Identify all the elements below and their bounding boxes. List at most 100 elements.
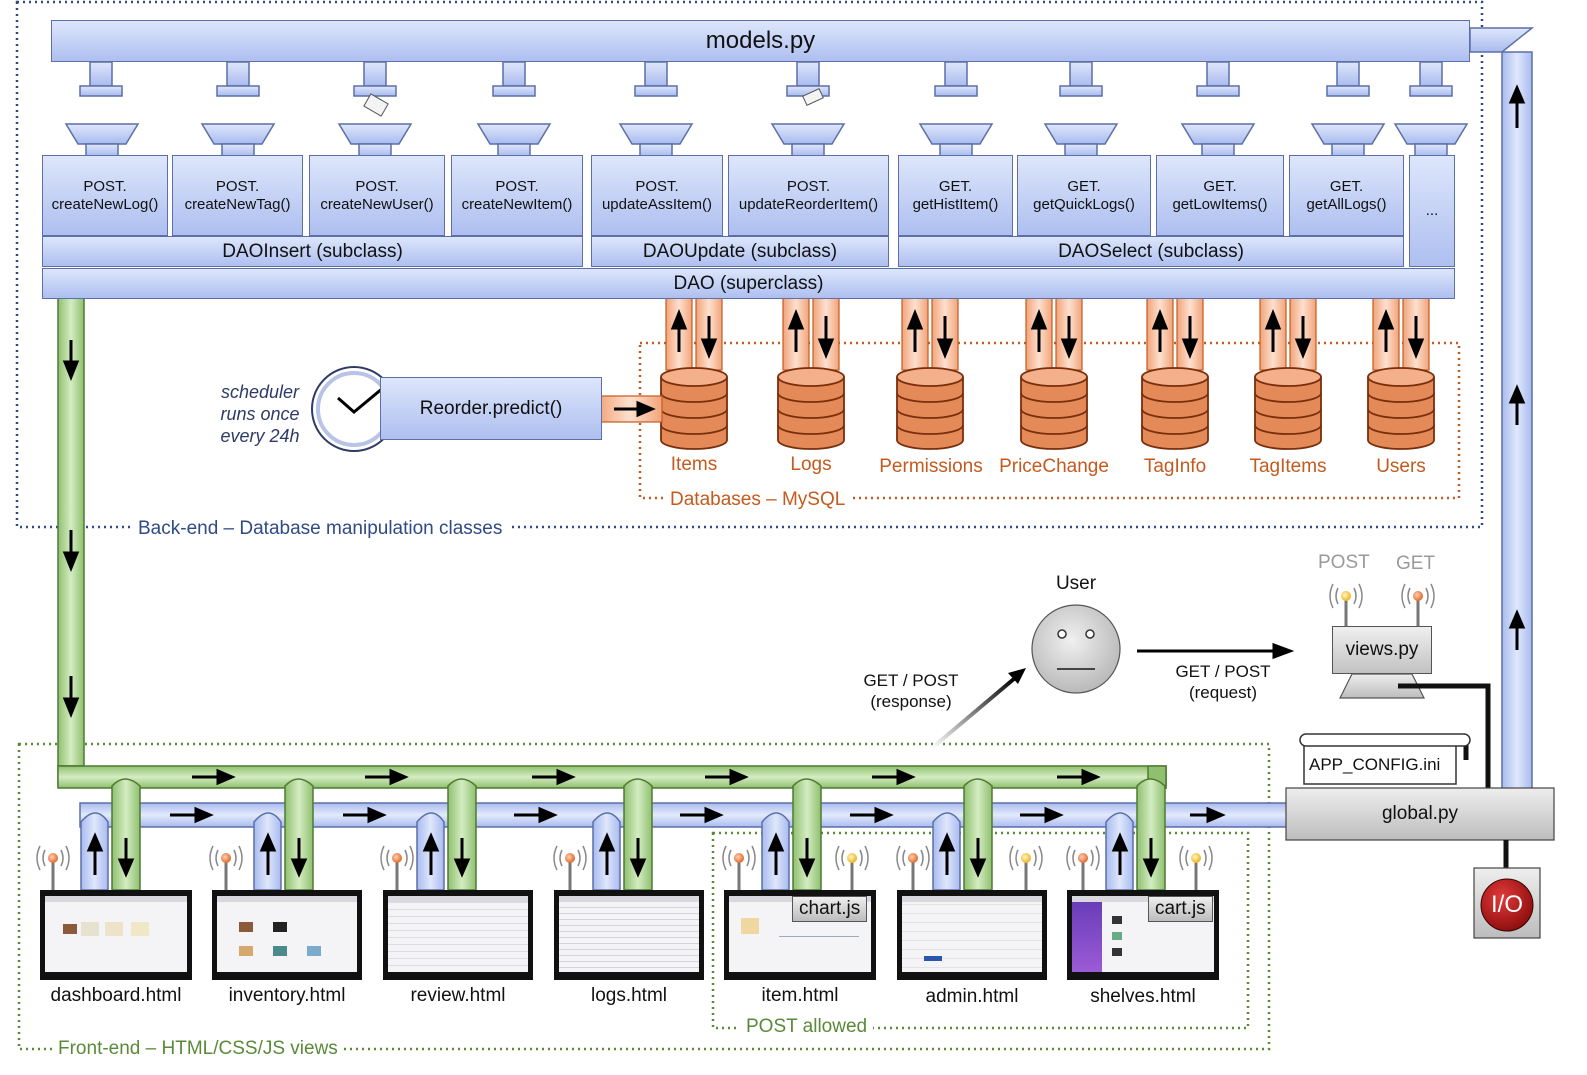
connector-logs [592,778,653,891]
chart-js-tag[interactable]: chart.js [792,896,868,922]
user-label: User [1055,573,1097,594]
backend-label: Back-end – Database manipulation classes [130,518,511,540]
page-screen-inventory[interactable] [212,890,362,980]
database-icon-items [660,367,728,450]
method-name: getHistItem() [912,195,999,213]
antenna-icon [553,845,587,890]
bus-arrows [170,768,1226,824]
user-face-icon [1031,604,1121,694]
page-screen-dashboard[interactable] [40,890,192,980]
method-create-new-user[interactable]: POST. createNewUser() [309,155,445,236]
views-py-label: views.py [1345,639,1419,661]
page-screen-admin[interactable] [897,890,1047,980]
frontend-region [17,742,1271,1051]
request-arrow [1137,642,1295,660]
database-icon-tagitems [1254,367,1322,450]
reorder-predict-label: Reorder.predict() [419,397,563,419]
db-label-permissions: Permissions [879,456,983,477]
green-pipe-down-arrows [62,340,80,719]
dao-superclass-bar[interactable]: DAO (superclass) [42,268,1455,299]
db-label-users: Users [1376,456,1426,477]
views-py-box[interactable]: views.py [1332,626,1432,674]
page-thumbnail [217,896,357,972]
dao-select-bar[interactable]: DAOSelect (subclass) [898,236,1404,267]
page-thumbnail [559,896,699,972]
antenna-icon [1009,845,1043,890]
page-screen-logs[interactable] [554,890,704,980]
method-update-ass-item[interactable]: POST. updateAssItem() [591,155,723,236]
method-verb: POST. [83,178,127,196]
packet-icon [802,88,824,106]
dao-insert-bar[interactable]: DAOInsert (subclass) [42,236,583,267]
method-create-new-log[interactable]: POST. createNewLog() [42,155,168,236]
method-name: createNewLog() [51,195,159,213]
database-icon-logs [777,367,845,450]
views-get-label: GET [1396,553,1436,574]
models-connectors [64,61,1469,157]
page-label-inventory: inventory.html [228,985,346,1006]
antenna-icon [722,845,756,890]
scheduler-note-line: every 24h [220,426,300,446]
dao-insert-label: DAOInsert (subclass) [222,240,403,262]
method-create-new-item[interactable]: POST. createNewItem() [451,155,583,236]
connector-inventory [253,778,314,891]
return-pipe-vertical [1501,51,1533,803]
response-label-line: (response) [870,692,952,711]
method-get-quick-logs[interactable]: GET. getQuickLogs() [1017,155,1151,236]
return-pipe-corner [1469,27,1535,53]
antenna-icon [209,845,243,890]
connector-review [416,778,477,891]
method-verb: GET. [938,178,973,196]
scheduler-note-line: scheduler [220,382,300,402]
app-config-label: APP_CONFIG.ini [1309,755,1441,774]
method-get-all-logs[interactable]: GET. getAllLogs() [1289,155,1404,236]
dao-db-arrows [670,308,1425,360]
views-link-lines [1398,683,1491,790]
response-arrow [930,668,1026,750]
antenna-icon [380,845,414,890]
page-connectors [80,778,1166,891]
method-name: getLowItems() [1172,195,1268,213]
method-create-new-tag[interactable]: POST. createNewTag() [172,155,303,236]
page-screen-shelves[interactable] [1067,890,1219,980]
reorder-predict-box[interactable]: Reorder.predict() [380,377,602,440]
reorder-arrow [614,400,656,418]
page-screen-review[interactable] [383,890,533,980]
global-py-label: global.py [1381,803,1459,825]
method-get-hist-item[interactable]: GET. getHistItem() [898,155,1013,236]
response-label-line: GET / POST [863,671,959,690]
antenna-icon [1329,583,1363,628]
db-label-items: Items [670,454,718,475]
method-verb: POST. [355,178,399,196]
method-verb: GET. [1203,178,1237,196]
method-get-low-items[interactable]: GET. getLowItems() [1156,155,1284,236]
antenna-icon [835,845,869,890]
page-label-logs: logs.html [590,985,668,1006]
models-title: models.py [705,27,816,55]
method-update-reorder-item[interactable]: POST. updateReorderItem() [728,155,889,236]
page-thumbnail [45,896,187,972]
request-label-line: GET / POST [1175,662,1271,681]
db-label-taginfo: TagInfo [1143,456,1207,477]
models-py-bar[interactable]: models.py [51,20,1470,62]
method-name: createNewItem() [461,195,573,213]
io-label-box[interactable]: I/O [1481,880,1533,930]
antenna-icon [36,845,70,890]
database-icon-taginfo [1141,367,1209,450]
views-antenna-icons [1329,583,1435,628]
dao-update-bar[interactable]: DAOUpdate (subclass) [591,236,889,267]
connector-shelves [1105,778,1166,891]
io-panel [1473,840,1541,939]
antenna-icon [1179,845,1213,890]
global-box [1285,787,1555,841]
dao-update-label: DAOUpdate (subclass) [642,240,838,262]
cart-js-tag[interactable]: cart.js [1148,896,1213,922]
database-icons [660,367,1435,450]
database-icon-permissions [896,367,964,450]
global-py-box[interactable]: global.py [1286,788,1554,840]
databases-group-label: Databases – MySQL [664,489,852,511]
dao-superclass-label: DAO (superclass) [673,272,824,294]
dao-select-label: DAOSelect (subclass) [1058,240,1244,262]
method-more[interactable]: ... [1409,155,1455,267]
connector-admin [932,778,993,891]
